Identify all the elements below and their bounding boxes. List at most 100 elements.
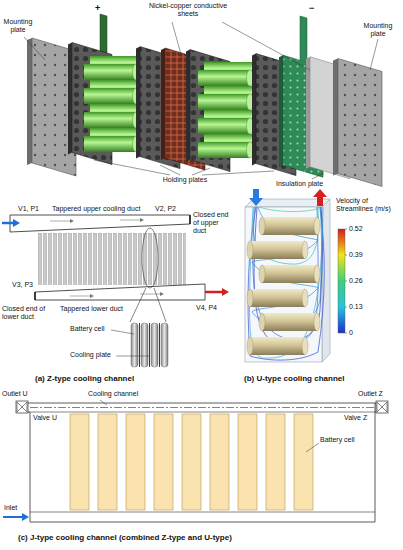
holding-plate: [136, 47, 140, 159]
battery-cells: [198, 118, 254, 134]
outlet-arrow: [205, 288, 229, 296]
leader-lines: [116, 356, 149, 357]
exploded-pack: [24, 14, 382, 187]
leader-lines: [202, 171, 274, 175]
valve-label: Valve U: [33, 414, 57, 422]
outlet-arrow: [313, 189, 327, 206]
channel-walls: [30, 412, 375, 413]
upper-duct: [10, 215, 190, 232]
lower-duct: [90, 294, 94, 298]
detail-callout: [154, 288, 166, 322]
mounting-plate: [338, 59, 382, 187]
leader-lines: [100, 400, 107, 405]
part-label: Mounting plate: [358, 22, 398, 38]
port-label: Inlet: [4, 504, 17, 512]
part-label: Closed end of upper duct: [193, 211, 233, 235]
flow-variable: V1, P1: [18, 205, 39, 213]
battery-cells: [70, 414, 313, 510]
valve-symbol: [16, 401, 28, 413]
valve-symbol: [17, 402, 27, 412]
leader-lines: [111, 330, 149, 356]
streamlines: [254, 207, 322, 342]
outlet-arrow: [317, 197, 323, 206]
channel-walls: [28, 403, 375, 522]
polarity-sign: +: [95, 3, 100, 13]
leader-lines: [172, 22, 182, 58]
battery-cells: [198, 94, 254, 110]
outlet-arrow: [313, 189, 327, 197]
sub-caption: (c) J-type cooling channel (combined Z-t…: [18, 533, 232, 542]
insulation-plate: [306, 57, 310, 169]
inlet-arrow: [249, 189, 263, 206]
channel-walls: [30, 512, 375, 513]
streamlines: [248, 207, 324, 360]
color-bar: [338, 229, 345, 333]
streamlines: [250, 207, 323, 358]
scale-value: 0.13: [349, 303, 363, 311]
battery-cells: [266, 414, 285, 510]
battery-cells: [84, 88, 140, 104]
battery-cells: [294, 414, 313, 510]
mounting-plate: [333, 59, 382, 187]
battery-cells: [247, 337, 308, 355]
battery-cells: [84, 112, 140, 128]
battery-cells: [259, 313, 320, 331]
upper-duct: [189, 215, 191, 224]
sub-caption: (b) U-type cooling channel: [244, 374, 344, 383]
battery-cells: [70, 414, 89, 510]
valve-symbol: [377, 402, 387, 412]
mounting-plate: [27, 38, 32, 165]
detail-inset: [151, 323, 158, 367]
mounting-plate: [32, 38, 76, 176]
upper-duct: [50, 220, 140, 221]
battery-cells: [259, 265, 320, 283]
polarity-sign: −: [309, 3, 314, 13]
part-label: Holding plates: [150, 176, 220, 184]
part-label: Nickel-copper conductive sheets: [138, 2, 238, 18]
detail-callout: [130, 228, 166, 322]
channel-walls: [28, 403, 376, 522]
valve-symbol: [376, 401, 388, 413]
part-label: Cooling plate: [70, 351, 111, 359]
u-type-channel: [245, 189, 347, 362]
part-label: Mounting plate: [2, 18, 34, 34]
leader-lines: [312, 173, 324, 179]
detail-inset: [131, 323, 138, 367]
streamlines: [259, 207, 319, 212]
inlet-arrow: [3, 513, 29, 521]
streamlines: [252, 207, 322, 327]
detail-inset: [140, 323, 160, 367]
streamlines: [248, 207, 324, 360]
mounting-plate: [333, 59, 338, 176]
housing: [322, 199, 330, 362]
battery-cells: [259, 217, 320, 235]
inlet-arrow: [249, 198, 263, 206]
part-label: Cooling channel: [88, 390, 138, 398]
part-label: Tappered upper cooling duct: [52, 205, 140, 213]
housing: [245, 199, 330, 362]
battery-cells: [210, 414, 229, 510]
negative-tab: [300, 16, 307, 62]
outlet-arrow: [205, 291, 222, 294]
leader-lines: [192, 168, 210, 175]
cell-array: [38, 233, 186, 285]
battery-cells: [247, 289, 308, 307]
battery-cells: [238, 414, 257, 510]
leader-lines: [94, 160, 170, 175]
upper-duct: [10, 215, 190, 232]
leader-lines: [100, 400, 319, 452]
part-label: Insulation plate: [276, 180, 323, 188]
z-type-channel: [2, 215, 229, 367]
battery-cells: [198, 70, 254, 86]
flow-centerline: [30, 407, 375, 408]
flow-variable: V2, P2: [155, 205, 176, 213]
part-label: Tappered lower duct: [60, 305, 123, 313]
channel-walls: [28, 412, 30, 512]
battery-cells: [154, 414, 173, 510]
scale-title: Velocity of Streamlines (m/s): [336, 197, 398, 213]
scale-value: 0.52: [349, 225, 363, 233]
housing: [245, 207, 322, 362]
battery-cells: [198, 62, 260, 158]
lower-duct: [35, 284, 205, 300]
